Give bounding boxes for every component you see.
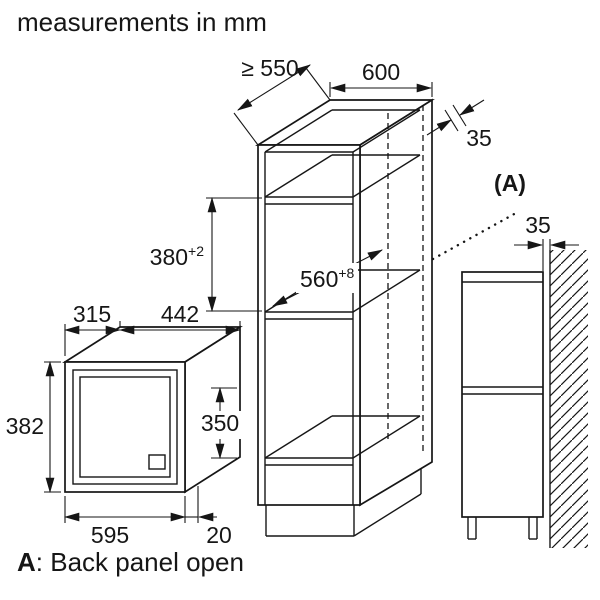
dim-microwave-body-height-label: 350 bbox=[201, 410, 239, 436]
dim-microwave-front-overhang-label: 20 bbox=[206, 522, 232, 548]
dim-microwave-front-height-label: 382 bbox=[6, 413, 44, 439]
dim-microwave-body-height: 350 bbox=[199, 386, 241, 460]
dim-niche-height: 380+2 bbox=[150, 196, 262, 313]
dim-microwave-depth-label: 315 bbox=[73, 301, 111, 327]
side-view-legs bbox=[467, 517, 538, 540]
dim-wall-gap-label: 35 bbox=[525, 212, 551, 238]
side-view-drawing bbox=[461, 250, 588, 548]
dim-microwave-front-height: 382 bbox=[6, 360, 61, 494]
cabinet-side-face bbox=[359, 98, 433, 507]
tall-cabinet-drawing bbox=[255, 98, 435, 537]
cabinet-plinth bbox=[265, 469, 422, 537]
side-view-interior-lines bbox=[462, 281, 543, 395]
dim-niche-width-label: 560+8 bbox=[300, 265, 355, 292]
cabinet-front-face bbox=[257, 144, 361, 506]
wall-hatching bbox=[549, 250, 588, 548]
dim-rear-gap-top: 35 bbox=[426, 99, 492, 151]
page-title: measurements in mm bbox=[17, 7, 267, 37]
dim-cabinet-width: 600 bbox=[329, 59, 433, 97]
dim-rear-gap-top-label: 35 bbox=[466, 125, 492, 151]
legend-note: A: Back panel open bbox=[17, 547, 244, 577]
microwave-control-panel bbox=[148, 454, 166, 470]
dim-microwave-front-overhang: 20 bbox=[185, 486, 232, 548]
microwave-front-face bbox=[64, 361, 186, 493]
dim-niche-width: 560+8 bbox=[272, 249, 383, 307]
dim-microwave-body-width: 442 bbox=[118, 301, 242, 335]
microwave-drawing bbox=[62, 325, 243, 494]
dim-cabinet-depth: ≥ 550 bbox=[233, 55, 331, 146]
back-panel-ref-label: (A) bbox=[494, 170, 526, 196]
dim-cabinet-depth-label: ≥ 550 bbox=[241, 55, 298, 81]
dim-cabinet-width-label: 600 bbox=[362, 59, 400, 85]
dim-microwave-body-width-label: 442 bbox=[161, 301, 199, 327]
dim-niche-height-label: 380+2 bbox=[150, 243, 205, 270]
dim-microwave-depth: 315 bbox=[63, 301, 122, 356]
open-back-panel-dashed-lines bbox=[387, 105, 424, 452]
back-panel-reference: (A) bbox=[431, 170, 526, 261]
microwave-door bbox=[72, 369, 178, 485]
dim-wall-gap: 35 bbox=[514, 212, 579, 271]
dim-microwave-front-width: 595 bbox=[63, 496, 187, 548]
dim-microwave-front-width-label: 595 bbox=[91, 522, 129, 548]
